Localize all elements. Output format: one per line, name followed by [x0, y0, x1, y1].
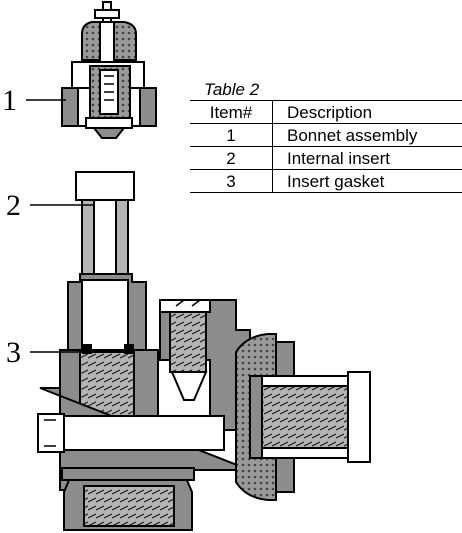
parts-table-container: Table 2 Item# Description 1 Bonnet assem…	[190, 80, 462, 193]
bonnet-assembly	[61, 1, 157, 139]
header-item: Item#	[190, 100, 273, 124]
side-valve-insert	[159, 299, 211, 401]
cell-description: Insert gasket	[272, 169, 462, 193]
cell-description: Bonnet assembly	[272, 123, 462, 147]
cell-item: 2	[190, 146, 273, 170]
table-row: 1 Bonnet assembly	[190, 123, 462, 147]
table-row: 2 Internal insert	[190, 146, 462, 170]
insert-gasket	[82, 344, 92, 354]
valve-body	[37, 273, 251, 531]
parts-table: Item# Description 1 Bonnet assembly 2 In…	[190, 100, 462, 193]
union-coupling	[235, 333, 371, 501]
cell-item: 1	[190, 123, 273, 147]
callout-2-number: 2	[6, 189, 21, 222]
table-row: 3 Insert gasket	[190, 169, 462, 193]
table-header-row: Item# Description	[190, 100, 462, 124]
table-caption: Table 2	[204, 80, 260, 99]
header-description: Description	[272, 100, 462, 124]
insert-gasket-right	[124, 344, 134, 354]
callout-3-number: 3	[6, 336, 21, 369]
cell-item: 3	[190, 169, 273, 193]
callout-1-number: 1	[2, 84, 17, 117]
cell-description: Internal insert	[272, 146, 462, 170]
